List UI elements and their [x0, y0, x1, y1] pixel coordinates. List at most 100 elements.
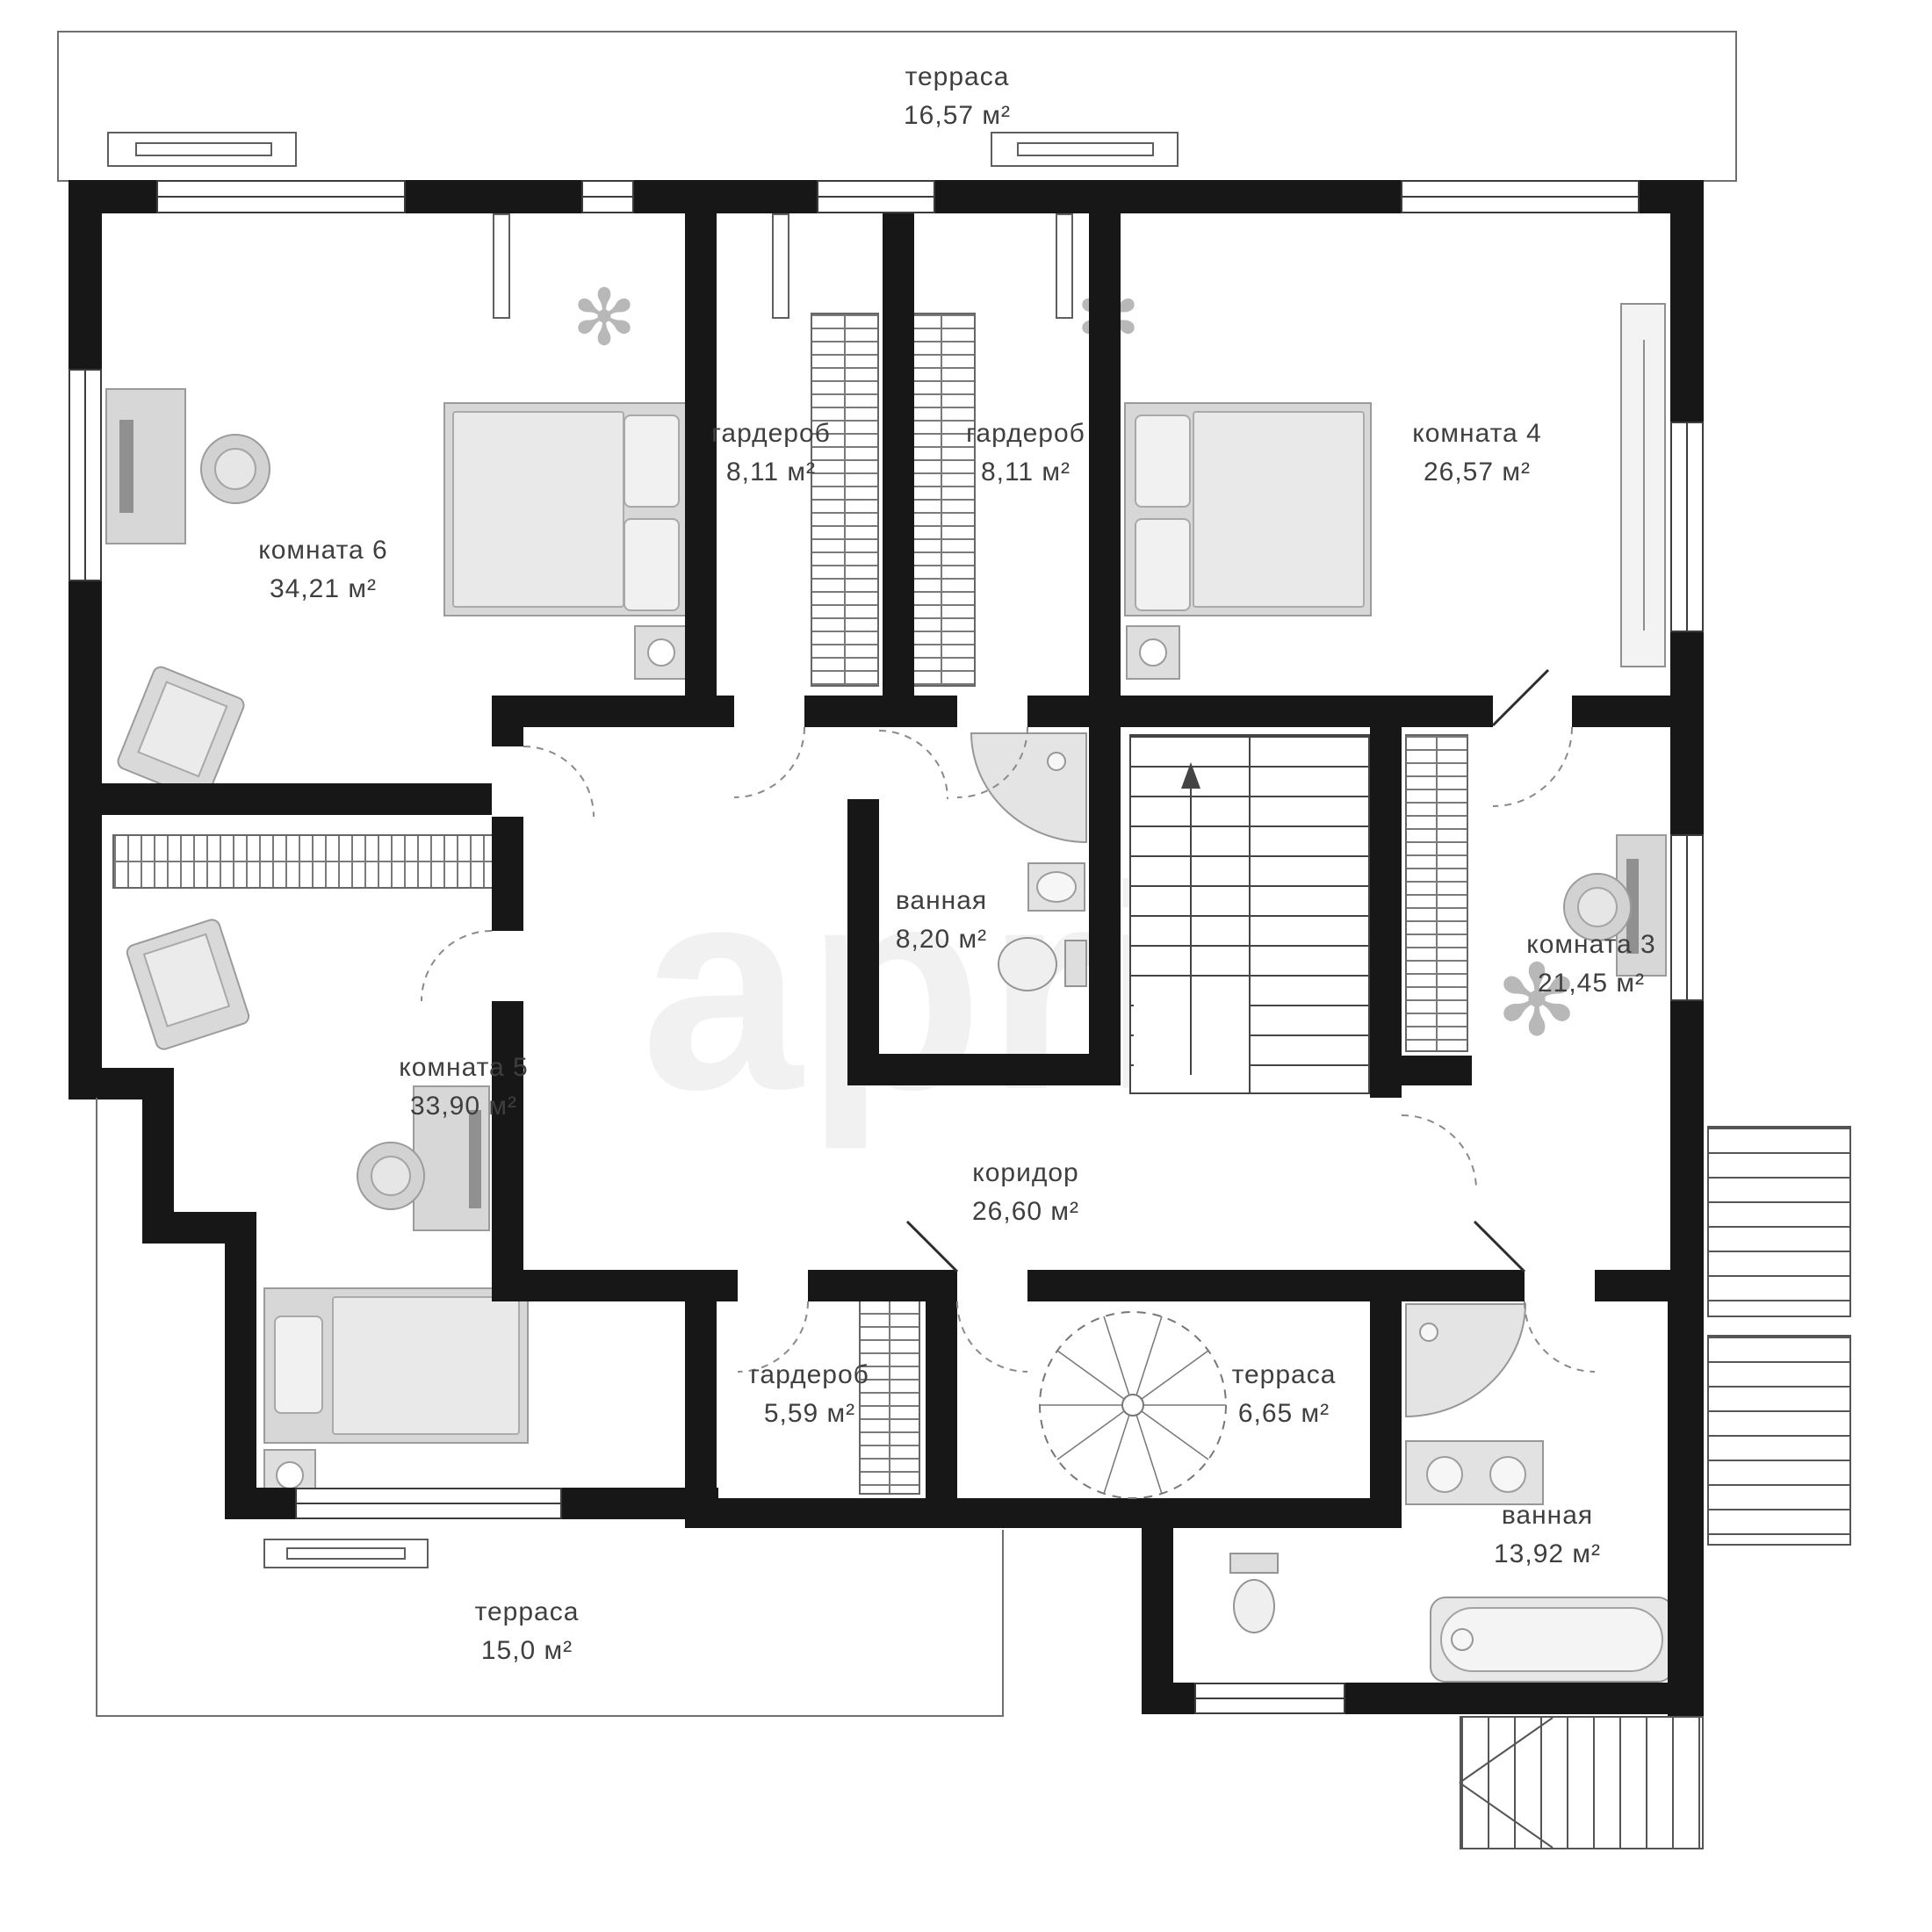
- computer-monitor: [1626, 859, 1639, 954]
- pillow: [1135, 415, 1191, 508]
- wall: [634, 180, 817, 213]
- desk: [105, 388, 186, 544]
- spiral-staircase: [1039, 1311, 1227, 1499]
- shower-drain: [1419, 1323, 1438, 1342]
- wall: [804, 696, 957, 727]
- room-name: терраса: [474, 1597, 580, 1626]
- wall: [523, 696, 734, 727]
- room-label-room3: комната 3 21,45 м²: [1526, 926, 1655, 1003]
- room-name: комната 4: [1412, 419, 1542, 448]
- armchair: [124, 916, 252, 1053]
- room-name: ванная: [895, 886, 988, 915]
- bed-blanket: [1193, 411, 1365, 608]
- wall: [1345, 1683, 1704, 1714]
- computer-monitor: [119, 420, 133, 513]
- tall-wardrobe-unit: [1620, 303, 1666, 667]
- external-stairs: [1707, 1335, 1851, 1546]
- wall: [1668, 1284, 1704, 1716]
- terrace-bench: [107, 132, 297, 167]
- window: [1670, 834, 1704, 1001]
- wall: [492, 696, 523, 746]
- terrace-bench: [263, 1539, 429, 1568]
- room-name: терраса: [1231, 1360, 1337, 1389]
- room-area: 16,57 м²: [903, 101, 1012, 130]
- external-stairs: [1460, 1716, 1704, 1849]
- window: [817, 180, 935, 213]
- room-label-bath-small: ванная 8,20 м²: [896, 882, 987, 959]
- room-label-terrace-top: терраса 16,57 м²: [904, 58, 1011, 135]
- wall: [1595, 1270, 1670, 1301]
- room-label-terrace-bottom: терраса 15,0 м²: [475, 1593, 580, 1670]
- room-name: комната 6: [258, 536, 388, 565]
- room-area: 13,92 м²: [1493, 1539, 1602, 1568]
- room-label-closet-right: гардероб 8,11 м²: [966, 415, 1085, 492]
- room-label-room5: комната 5 33,90 м²: [399, 1049, 528, 1126]
- wall: [1670, 1001, 1704, 1284]
- wall: [492, 1001, 523, 1270]
- window: [1670, 422, 1704, 632]
- wall: [225, 1212, 256, 1519]
- wall: [685, 1498, 1402, 1528]
- wardrobe-rack: [1405, 734, 1468, 1052]
- room-area: 8,20 м²: [895, 925, 988, 954]
- external-stairs: [1707, 1126, 1851, 1317]
- wall: [225, 1488, 295, 1519]
- lamp: [647, 638, 675, 667]
- terrace-bench: [991, 132, 1179, 167]
- wall: [1670, 180, 1704, 422]
- room-area: 33,90 м²: [409, 1092, 518, 1121]
- room-label-room4: комната 4 26,57 м²: [1412, 415, 1541, 492]
- room-name: коридор: [972, 1158, 1079, 1187]
- room-name: ванная: [1501, 1501, 1594, 1530]
- bed-blanket: [452, 411, 624, 608]
- wall: [1089, 213, 1121, 696]
- shower-drain: [1047, 752, 1066, 771]
- wall: [1370, 727, 1402, 1098]
- room-label-corridor: коридор 26,60 м²: [972, 1154, 1079, 1231]
- lamp: [1139, 638, 1167, 667]
- wall: [847, 799, 879, 1085]
- wall: [1142, 1683, 1194, 1714]
- wall: [1370, 1270, 1402, 1528]
- toilet: [1228, 1553, 1282, 1637]
- room-name: комната 3: [1526, 930, 1656, 959]
- sink: [1027, 862, 1085, 912]
- desk-chair: [1563, 873, 1632, 941]
- room-name: комната 5: [399, 1053, 529, 1082]
- window: [581, 180, 634, 213]
- lamp: [276, 1461, 304, 1489]
- window: [156, 180, 406, 213]
- room-area: 21,45 м²: [1537, 969, 1646, 998]
- plant-icon: ✻: [1496, 946, 1578, 1056]
- wall: [1402, 1270, 1525, 1301]
- wall: [883, 213, 914, 696]
- window: [68, 369, 102, 581]
- room-area: 5,59 м²: [763, 1399, 856, 1428]
- wall: [685, 213, 717, 696]
- room-name: гардероб: [966, 419, 1085, 448]
- room-label-room6: комната 6 34,21 м²: [258, 531, 387, 609]
- double-sink-vanity: [1405, 1440, 1544, 1505]
- room-name: гардероб: [750, 1360, 869, 1389]
- toilet: [998, 933, 1087, 996]
- wall: [926, 1270, 957, 1528]
- room-area: 26,57 м²: [1423, 458, 1532, 487]
- room-label-closet-left: гардероб 8,11 м²: [711, 415, 831, 492]
- wall: [1670, 632, 1704, 834]
- shower-tray: [1405, 1303, 1526, 1417]
- wall: [1402, 1056, 1472, 1085]
- wall: [68, 783, 492, 815]
- wall-return: [1056, 213, 1073, 319]
- room-area: 6,65 м²: [1237, 1399, 1330, 1428]
- wall: [68, 180, 102, 369]
- plant-icon: ✻: [572, 274, 637, 361]
- wall: [492, 817, 523, 931]
- terrace-top-outline: [57, 31, 1737, 182]
- wall: [1027, 696, 1370, 727]
- room-area: 34,21 м²: [269, 574, 378, 603]
- desk-chair: [357, 1142, 425, 1210]
- wall: [847, 1054, 1121, 1085]
- room-name: терраса: [905, 62, 1010, 91]
- wall-return: [493, 213, 510, 319]
